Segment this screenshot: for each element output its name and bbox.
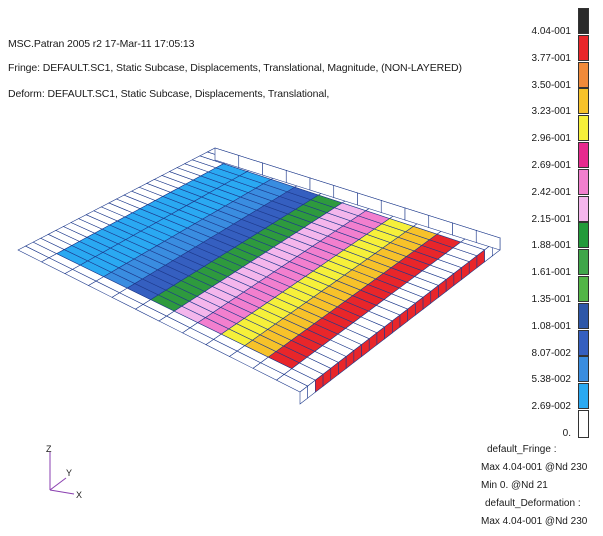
legend-label: 2.69-001 xyxy=(531,160,571,171)
legend-label: 1.08-001 xyxy=(531,320,571,332)
axis-z-label: Z xyxy=(46,444,52,454)
legend-swatch xyxy=(578,302,589,329)
axis-triad: Z Y X xyxy=(36,444,96,504)
axis-triad-icon xyxy=(49,452,75,495)
legend-swatch xyxy=(578,276,589,302)
header-title-line: MSC.Patran 2005 r2 17-Mar-11 17:05:13 xyxy=(8,38,195,50)
deformation-max: Max 4.04-001 @Nd 230 xyxy=(481,516,588,527)
legend-swatch xyxy=(578,383,589,410)
legend-swatch xyxy=(578,34,589,61)
legend-swatch xyxy=(578,142,589,168)
fringe-description-line: Fringe: DEFAULT.SC1, Static Subcase, Dis… xyxy=(8,62,462,74)
legend-label: 3.23-001 xyxy=(531,106,571,118)
deform-description-line: Deform: DEFAULT.SC1, Static Subcase, Dis… xyxy=(8,88,330,100)
legend-label: 3.77-001 xyxy=(531,52,571,64)
legend-label: 2.42-001 xyxy=(531,186,571,198)
legend-label: 2.96-001 xyxy=(531,133,571,145)
fringe-max: Max 4.04-001 @Nd 230 xyxy=(481,462,588,473)
legend-label: 0. xyxy=(562,428,571,439)
legend-label: 1.35-001 xyxy=(531,294,571,305)
axis-x-label: X xyxy=(76,490,83,500)
mesh-edge-element xyxy=(475,230,501,251)
legend-swatch xyxy=(578,249,589,276)
legend-swatch xyxy=(578,8,589,34)
legend-swatch xyxy=(578,168,589,195)
legend-swatch xyxy=(578,410,589,438)
deformation-title: default_Deformation : xyxy=(485,498,581,509)
legend-label: 5.38-002 xyxy=(531,374,571,386)
legend-swatch xyxy=(578,329,589,356)
legend-label: 3.50-001 xyxy=(531,79,571,91)
legend-label: 1.88-001 xyxy=(531,240,571,252)
legend-swatch xyxy=(578,61,589,88)
legend-label: 1.61-001 xyxy=(531,267,571,279)
axis-y-label: Y xyxy=(66,468,73,478)
legend-swatch xyxy=(578,222,589,249)
fringe-title: default_Fringe : xyxy=(487,444,557,455)
fringe-min: Min 0. @Nd 21 xyxy=(481,480,548,491)
legend-label: 4.04-001 xyxy=(531,26,571,37)
legend-label: 2.69-002 xyxy=(531,401,571,413)
legend-label: 8.07-002 xyxy=(531,347,571,359)
legend-swatch xyxy=(578,356,589,383)
legend-swatch xyxy=(578,195,589,222)
legend-label: 2.15-001 xyxy=(531,213,571,225)
legend-swatch xyxy=(578,115,589,142)
legend-swatch xyxy=(578,88,589,115)
